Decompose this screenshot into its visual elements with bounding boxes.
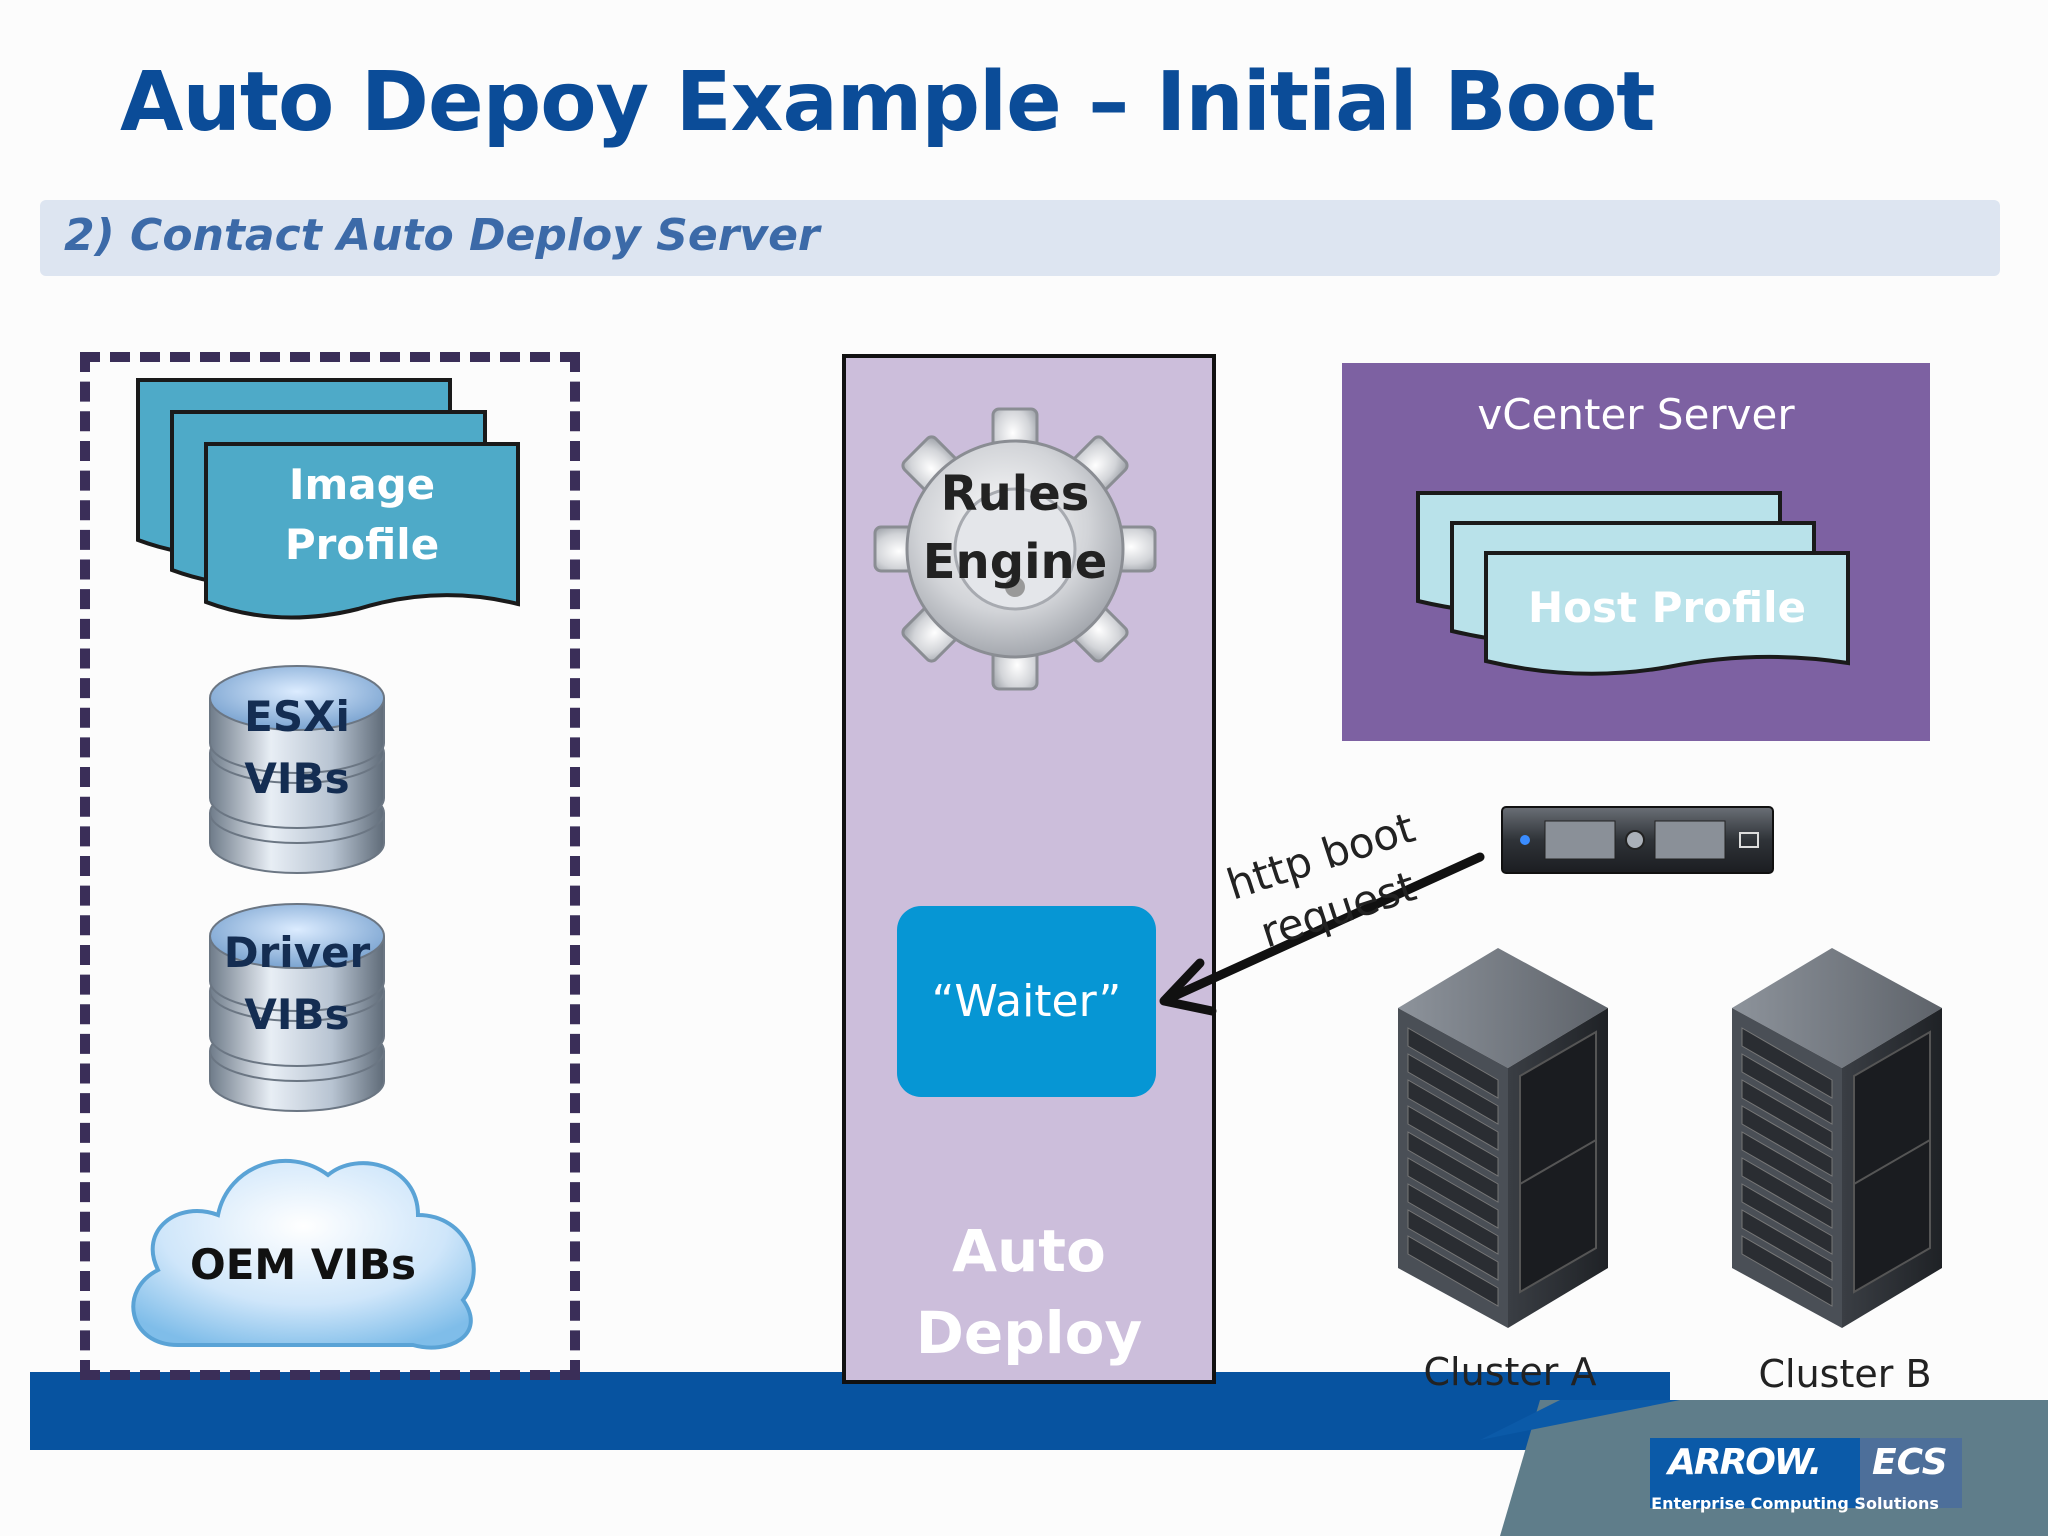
page-title: Auto Depoy Example – Initial Boot (120, 55, 1655, 150)
driver-vibs-label: Driver VIBs (223, 928, 371, 1039)
logo-tagline: Enterprise Computing Solutions (1651, 1494, 1939, 1513)
step-subtitle: 2) Contact Auto Deploy Server (64, 210, 820, 261)
rules-engine-label: Rules Engine (922, 466, 1108, 590)
host-profile-stack (1416, 491, 1850, 676)
boot-request-arrow (1159, 852, 1485, 1016)
cluster-b-rack-icon (1732, 948, 1942, 1328)
esxi-vibs-database-icon (209, 665, 385, 874)
driver-vibs-database-icon (209, 903, 385, 1112)
auto-deploy-label: Auto Deploy (915, 1217, 1143, 1367)
oem-vibs-label: OEM VIBs (190, 1240, 416, 1289)
ecs-logo: ECS (1872, 1442, 1948, 1483)
cluster-a-label: Cluster A (1423, 1350, 1597, 1394)
cluster-a-rack-icon (1398, 948, 1608, 1328)
gear-icon (873, 407, 1157, 691)
image-profile-stack (136, 378, 520, 620)
arrow-logo: ARROW. (1668, 1442, 1822, 1483)
host-server-icon (1501, 806, 1774, 874)
esxi-vibs-label: ESXi VIBs (244, 692, 350, 803)
logo-panel (1480, 1400, 2048, 1536)
subtitle-bar (40, 200, 2000, 276)
image-profile-label: Image Profile (284, 460, 440, 569)
cluster-b-label: Cluster B (1758, 1352, 1932, 1396)
host-profile-label: Host Profile (1527, 583, 1807, 632)
vcenter-server-title: vCenter Server (1477, 390, 1795, 439)
bottom-band (30, 1372, 1670, 1450)
software-depot-box (80, 352, 580, 1380)
oem-vibs-cloud-icon (131, 1158, 476, 1350)
waiter-button[interactable]: “Waiter” (897, 906, 1156, 1097)
